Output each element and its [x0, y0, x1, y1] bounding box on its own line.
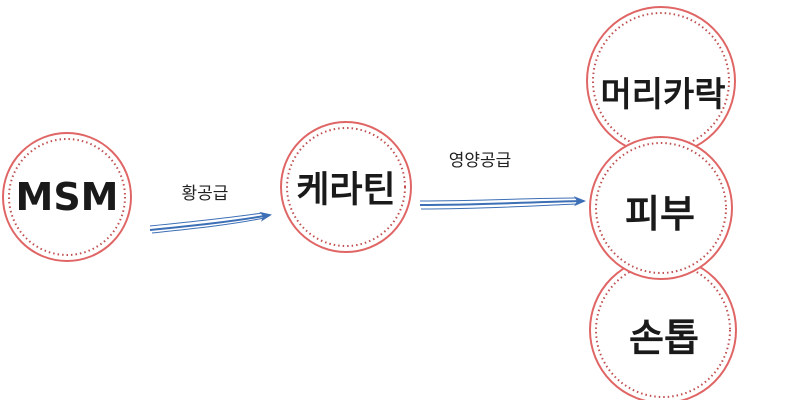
node-keratin-dotted-ring [286, 127, 406, 247]
node-hair-label: 머리카락 [600, 75, 725, 115]
node-keratin: 케라틴 [280, 121, 412, 253]
node-msm-dotted-ring [8, 138, 126, 256]
node-nails-label: 손톱 [629, 316, 699, 360]
node-skin [589, 136, 733, 280]
node-hair-dotted-ring [592, 12, 730, 150]
edge-keratin-to-targets-line [419, 196, 586, 207]
edge-msm-to-keratin-line [149, 211, 272, 231]
node-keratin-circle [280, 121, 412, 253]
node-keratin-label: 케라틴 [296, 170, 395, 211]
node-skin-dotted-ring [595, 142, 727, 274]
edge-keratin-to-targets: 영양공급 [419, 151, 586, 210]
node-msm: MSM [2, 132, 132, 262]
node-msm-circle [2, 132, 132, 262]
edge-msm-to-keratin: 황공급 [149, 184, 272, 234]
edge-msm-to-keratin-label: 황공급 [182, 184, 229, 204]
edge-keratin-to-targets-label: 영양공급 [449, 151, 512, 171]
node-skin-circle [589, 136, 733, 280]
node-msm-label: MSM [16, 175, 119, 219]
node-skin-label: 피부 [625, 192, 695, 236]
